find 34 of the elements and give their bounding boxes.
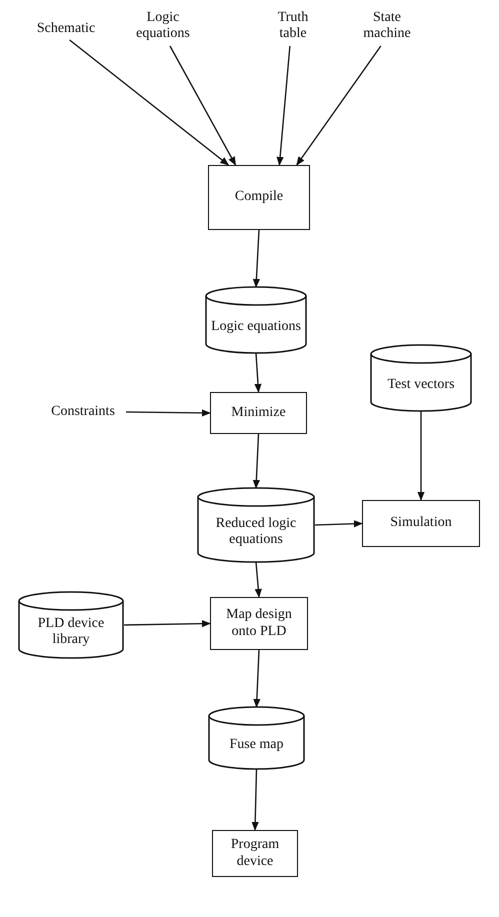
process-box bbox=[212, 830, 298, 877]
arrow bbox=[276, 46, 291, 166]
arrow bbox=[252, 230, 260, 288]
node-label: PLD device library bbox=[36, 616, 106, 648]
node-label: Logic equations bbox=[210, 318, 302, 336]
arrow bbox=[169, 46, 236, 166]
input-label: Constraints bbox=[50, 404, 116, 420]
arrow bbox=[69, 39, 230, 166]
input-label: State machine bbox=[362, 10, 412, 42]
arrow bbox=[252, 768, 259, 831]
arrow bbox=[314, 520, 363, 528]
arrow bbox=[252, 434, 260, 489]
arrow bbox=[124, 620, 211, 628]
node-label: Test vectors bbox=[386, 376, 456, 394]
input-label: Logic equations bbox=[135, 10, 191, 42]
node-label: Compile bbox=[234, 189, 284, 206]
node-label: Minimize bbox=[230, 404, 287, 422]
node-label: Program device bbox=[230, 837, 280, 870]
node-label: Simulation bbox=[389, 515, 453, 532]
arrow bbox=[253, 650, 260, 708]
node-label: Fuse map bbox=[228, 736, 285, 754]
node-label: Map design onto PLD bbox=[225, 607, 293, 640]
process-box bbox=[208, 165, 310, 230]
arrow bbox=[126, 409, 211, 416]
input-label: Truth table bbox=[276, 10, 310, 42]
input-label: Schematic bbox=[36, 20, 96, 38]
node-label: Reduced logic equations bbox=[214, 516, 298, 548]
arrow bbox=[417, 411, 425, 501]
arrow bbox=[296, 46, 382, 166]
arrow bbox=[254, 562, 262, 598]
process-box bbox=[210, 392, 307, 434]
process-box bbox=[362, 500, 480, 547]
process-box bbox=[210, 597, 308, 650]
arrow bbox=[254, 352, 262, 393]
